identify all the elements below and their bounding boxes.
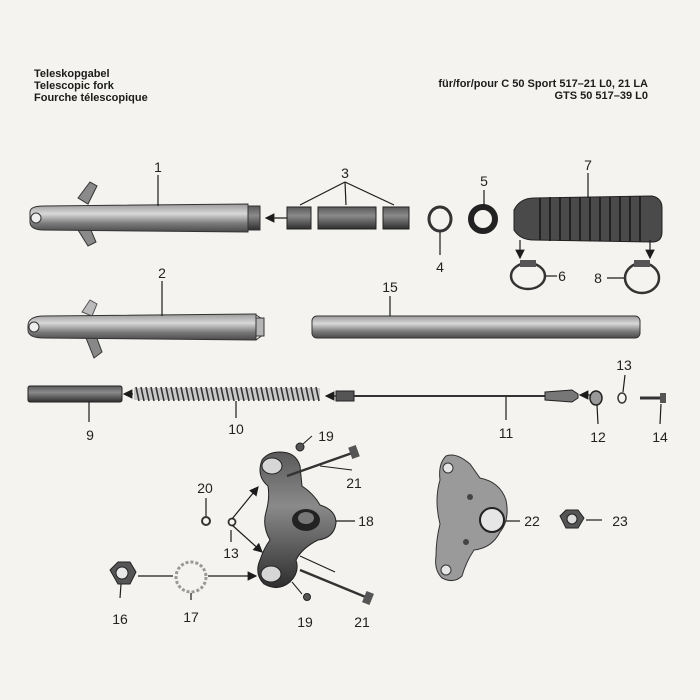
callout-23: 23 xyxy=(612,513,628,529)
part-12-nut xyxy=(589,390,603,406)
title-block: Teleskopgabel Telescopic fork Fourche té… xyxy=(34,68,148,104)
callout-16: 16 xyxy=(112,611,128,627)
part-23-crown-nut xyxy=(559,509,585,529)
part-8-clamp xyxy=(623,260,661,295)
part-21-bolt-top xyxy=(286,444,360,478)
part-16-nut xyxy=(109,561,137,585)
callout-22: 22 xyxy=(524,513,540,529)
callout-18: 18 xyxy=(358,513,374,529)
callout-13-mid: 13 xyxy=(223,545,239,561)
callout-10: 10 xyxy=(228,421,244,437)
part-5-seal xyxy=(468,204,498,234)
part-20-washer xyxy=(201,516,211,526)
part-10-spring xyxy=(134,386,320,402)
callout-12: 12 xyxy=(590,429,606,445)
leader-21-top xyxy=(319,465,353,471)
part-18-lower-triple-clamp xyxy=(257,451,337,588)
callout-4: 4 xyxy=(436,259,444,275)
part-19-nut-top xyxy=(295,442,305,452)
part-1-fork-slider xyxy=(29,181,261,247)
part-7-gaiter xyxy=(513,195,663,243)
model-line-2: GTS 50 517–39 L0 xyxy=(554,90,648,102)
callout-19-bottom: 19 xyxy=(297,614,313,630)
part-17-washer xyxy=(174,560,208,594)
leader-19-top xyxy=(302,435,313,445)
callout-19-top: 19 xyxy=(318,428,334,444)
part-14-bolt xyxy=(640,393,666,403)
arrow-13-down xyxy=(231,524,263,553)
callout-3: 3 xyxy=(341,165,349,181)
part-15-stanchion-tube xyxy=(311,315,641,339)
callout-17: 17 xyxy=(183,609,199,625)
callout-11: 11 xyxy=(499,425,514,441)
part-9-damper-tube xyxy=(27,385,123,403)
leader-16 xyxy=(119,583,122,599)
model-line-1: für/for/pour C 50 Sport 517–21 L0, 21 LA xyxy=(438,78,648,90)
title-french: Fourche télescopique xyxy=(34,92,148,104)
leader-13-top xyxy=(622,374,626,393)
leader-12 xyxy=(596,404,599,425)
leader-3c xyxy=(344,181,395,206)
leader-14 xyxy=(659,403,662,425)
part-2-fork-slider xyxy=(27,299,265,359)
leader-21-bottom xyxy=(299,555,336,573)
part-21-bolt-bottom xyxy=(299,568,374,606)
callout-7: 7 xyxy=(584,157,592,173)
part-6-clamp xyxy=(509,260,547,291)
part-3-bushings xyxy=(286,206,410,230)
callout-13: 13 xyxy=(616,357,632,373)
title-german: Teleskopgabel xyxy=(34,68,110,80)
part-11-damper-rod xyxy=(335,389,579,403)
callout-14: 14 xyxy=(652,429,668,445)
callout-8: 8 xyxy=(594,270,602,286)
part-22-upper-triple-clamp xyxy=(435,454,508,582)
callout-2: 2 xyxy=(158,265,166,281)
callout-20: 20 xyxy=(197,480,213,496)
leader-3b xyxy=(344,181,347,206)
title-english: Telescopic fork xyxy=(34,80,114,92)
model-block: für/for/pour C 50 Sport 517–21 L0, 21 LA… xyxy=(438,78,648,102)
leader-19-bottom xyxy=(291,581,303,595)
callout-1: 1 xyxy=(154,159,162,175)
part-19-nut-bottom xyxy=(303,593,311,601)
callout-21-top: 21 xyxy=(346,475,362,491)
arrow-13-up xyxy=(231,486,259,520)
callout-21-bottom: 21 xyxy=(354,614,370,630)
callout-15: 15 xyxy=(382,279,398,295)
part-13-washer xyxy=(617,392,627,404)
part-13-washer-b xyxy=(227,517,237,527)
leader-3a xyxy=(299,181,346,206)
part-4-ring xyxy=(427,205,453,233)
callout-9: 9 xyxy=(86,427,94,443)
callout-6: 6 xyxy=(558,268,566,284)
callout-5: 5 xyxy=(480,173,488,189)
